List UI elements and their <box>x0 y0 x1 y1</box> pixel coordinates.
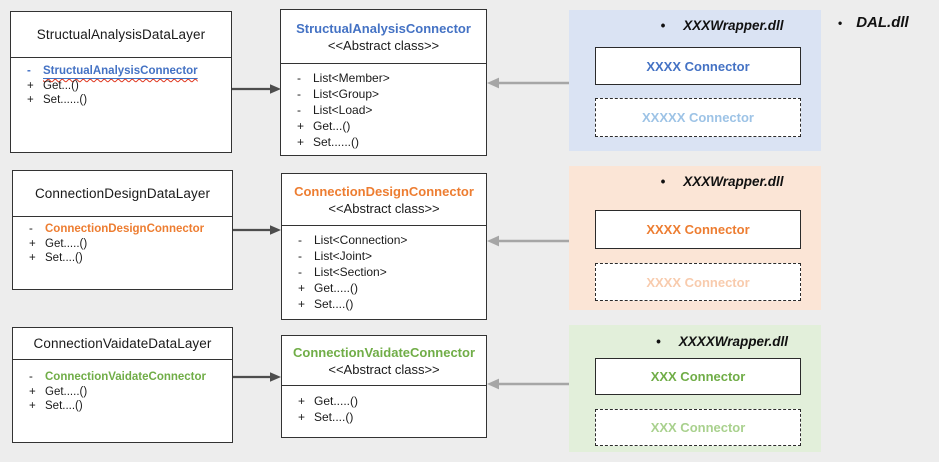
class-member: - ConnectionDesignConnector <box>29 223 205 235</box>
bullet-icon: • <box>660 18 666 33</box>
wrapper-panel-design: • XXXWrapper.dll XXXX Connector XXXX Con… <box>569 166 821 310</box>
wrapper-dll-note: • XXXWrapper.dll <box>569 10 821 33</box>
member-list: - List<Connection> - List<Joint> - List<… <box>282 226 486 312</box>
class-member: + Set......() <box>297 135 360 149</box>
class-title: ConnectionVaidateConnector <box>292 344 476 360</box>
connector-box-solid: XXXX Connector <box>595 210 801 249</box>
abstract-class-box-validate: ConnectionVaidateConnector <<Abstract cl… <box>281 335 487 438</box>
class-stereotype: <<Abstract class>> <box>328 200 440 216</box>
class-title: ConnectionVaidateDataLayer <box>13 328 232 360</box>
wrapper-dll-note: • XXXXWrapper.dll <box>569 325 821 349</box>
wrapper-dll-label: XXXXWrapper.dll <box>678 334 789 349</box>
abstract-class-box-design: ConnectionDesignConnector <<Abstract cla… <box>281 173 487 320</box>
wrapper-to-connector-arrow-validate <box>487 378 569 390</box>
member-list: - StructualAnalysisConnector + Get...() … <box>11 58 231 108</box>
member-list: + Get.....() + Set....() <box>282 386 486 425</box>
datalayer-class-box-design: ConnectionDesignDataLayer - ConnectionDe… <box>12 170 233 290</box>
class-member: + Set....() <box>298 297 354 311</box>
datalayer-to-connector-arrow-structural <box>232 84 281 94</box>
class-member: + Set....() <box>29 400 83 412</box>
class-member: - List<Member> <box>297 71 390 85</box>
connector-box-dashed: XXXX Connector <box>595 263 801 301</box>
wrapper-dll-label: XXXWrapper.dll <box>683 18 784 33</box>
bullet-icon: • <box>655 334 661 349</box>
datalayer-to-connector-arrow-validate <box>233 372 281 382</box>
class-member: - ConnectionVaidateConnector <box>29 371 207 383</box>
member-list: - ConnectionVaidateConnector + Get.....(… <box>13 360 232 414</box>
connector-box-dashed: XXX Connector <box>595 409 801 446</box>
datalayer-to-connector-arrow-design <box>233 225 281 235</box>
datalayer-class-box-structural: StructualAnalysisDataLayer - StructualAn… <box>10 11 232 153</box>
class-title: ConnectionDesignConnector <box>294 183 474 199</box>
class-member: - List<Section> <box>298 265 387 279</box>
class-member: + Get.....() <box>298 281 359 295</box>
bullet-icon: • <box>660 174 666 189</box>
member-list: - ConnectionDesignConnector + Get.....()… <box>13 217 232 266</box>
class-member: - List<Joint> <box>298 249 373 263</box>
class-title: StructualAnalysisDataLayer <box>11 12 231 58</box>
wrapper-to-connector-arrow-structural <box>487 77 569 89</box>
class-member: + Get.....() <box>29 385 88 398</box>
dal-note: • DAL.dll <box>838 14 909 31</box>
class-member: + Set....() <box>29 252 83 264</box>
class-title: ConnectionDesignDataLayer <box>13 171 232 217</box>
class-member: - List<Group> <box>297 87 380 101</box>
class-title: StructualAnalysisConnector <box>296 20 471 36</box>
connector-box-solid: XXXX Connector <box>595 47 801 85</box>
wrapper-to-connector-arrow-design <box>487 235 569 247</box>
class-member: + Set....() <box>298 410 354 424</box>
class-stereotype: <<Abstract class>> <box>327 37 440 53</box>
abstract-class-box-structural: StructualAnalysisConnector <<Abstract cl… <box>280 9 487 156</box>
wrapper-panel-validate: • XXXXWrapper.dll XXX Connector XXX Conn… <box>569 325 821 452</box>
member-list: - List<Member> - List<Group> - List<Load… <box>281 64 486 150</box>
dal-label: DAL.dll <box>856 14 909 31</box>
class-header: ConnectionDesignConnector <<Abstract cla… <box>282 174 486 226</box>
wrapper-dll-label: XXXWrapper.dll <box>683 174 784 189</box>
wrapper-panel-structural: • XXXWrapper.dll XXXX Connector XXXXX Co… <box>569 10 821 151</box>
class-header: StructualAnalysisConnector <<Abstract cl… <box>281 10 486 64</box>
class-member: + Set......() <box>27 94 88 106</box>
connector-box-solid: XXX Connector <box>595 358 801 395</box>
class-member: - List<Connection> <box>298 233 408 247</box>
class-header: ConnectionVaidateConnector <<Abstract cl… <box>282 336 486 386</box>
class-member: - List<Load> <box>297 103 373 117</box>
class-member: + Get...() <box>27 79 79 92</box>
class-member: - StructualAnalysisConnector <box>27 65 198 77</box>
class-member: + Get.....() <box>29 237 88 250</box>
wrapper-dll-note: • XXXWrapper.dll <box>569 166 821 189</box>
class-stereotype: <<Abstract class>> <box>328 361 440 377</box>
datalayer-class-box-validate: ConnectionVaidateDataLayer - ConnectionV… <box>12 327 233 443</box>
class-member: + Get...() <box>297 119 351 133</box>
connector-box-dashed: XXXXX Connector <box>595 98 801 137</box>
class-member: + Get.....() <box>298 394 359 408</box>
bullet-icon: • <box>838 16 843 30</box>
